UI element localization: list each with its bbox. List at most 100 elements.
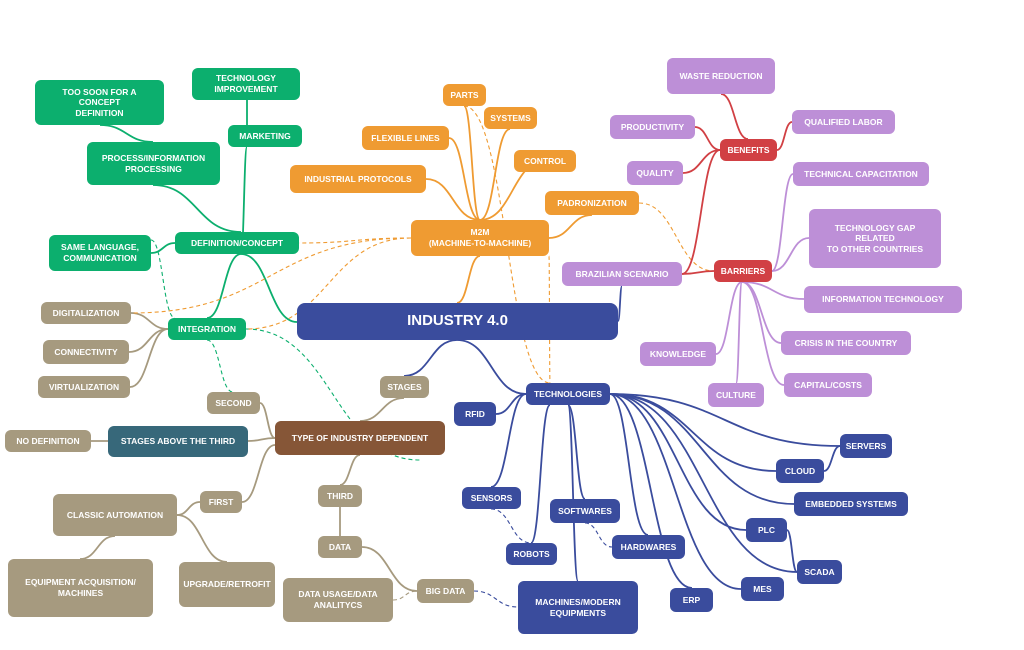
- connector: [609, 393, 841, 447]
- node-flexible-lines[interactable]: FLEXIBLE LINES: [362, 126, 449, 150]
- connector: [694, 126, 721, 151]
- node-integration[interactable]: INTEGRATION: [168, 318, 246, 340]
- node-productivity[interactable]: PRODUCTIVITY: [610, 115, 695, 139]
- node-virtualization[interactable]: VIRTUALIZATION: [38, 376, 130, 398]
- connector: [150, 242, 176, 254]
- node-definition-concept[interactable]: DEFINITION/CONCEPT: [175, 232, 299, 254]
- connector: [448, 137, 481, 221]
- connector: [150, 239, 176, 319]
- connector: [609, 393, 798, 573]
- connector: [206, 253, 242, 319]
- node-technologies[interactable]: TECHNOLOGIES: [526, 383, 610, 405]
- node-type-of-industry-dependent[interactable]: TYPE OF INDUSTRY DEPENDENT: [275, 421, 445, 455]
- connector: [776, 121, 793, 151]
- connector: [617, 285, 623, 322]
- node-third[interactable]: THIRD: [318, 485, 362, 507]
- node-control[interactable]: CONTROL: [514, 150, 576, 172]
- node-softwares[interactable]: SOFTWARES: [550, 499, 620, 523]
- node-servers[interactable]: SERVERS: [840, 434, 892, 458]
- node-equipment-acquisition[interactable]: EQUIPMENT ACQUISITION/ MACHINES: [8, 559, 153, 617]
- node-first[interactable]: FIRST: [200, 491, 242, 513]
- node-too-soon-for-concept[interactable]: TOO SOON FOR A CONCEPT DEFINITION: [35, 80, 164, 125]
- node-crisis-in-the-country[interactable]: CRISIS IN THE COUNTRY: [781, 331, 911, 355]
- node-technology-gap[interactable]: TECHNOLOGY GAP RELATED TO OTHER COUNTRIE…: [809, 209, 941, 268]
- node-erp[interactable]: ERP: [670, 588, 713, 612]
- connector: [720, 93, 749, 140]
- node-process-information-processing[interactable]: PROCESS/INFORMATION PROCESSING: [87, 142, 220, 185]
- node-information-technology[interactable]: INFORMATION TECHNOLOGY: [804, 286, 962, 313]
- node-brazilian-scenario[interactable]: BRAZILIAN SCENARIO: [562, 262, 682, 286]
- connector: [339, 454, 361, 486]
- node-machines-modern-equipments[interactable]: MACHINES/MODERN EQUIPMENTS: [518, 581, 638, 634]
- node-benefits[interactable]: BENEFITS: [720, 139, 777, 161]
- connector: [682, 149, 721, 174]
- connector: [130, 312, 169, 330]
- node-big-data[interactable]: BIG DATA: [417, 579, 474, 603]
- node-data-usage-analytics[interactable]: DATA USAGE/DATA ANALITYCS: [283, 578, 393, 622]
- node-rfid[interactable]: RFID: [454, 402, 496, 426]
- connector: [771, 173, 794, 272]
- node-industrial-protocols[interactable]: INDUSTRIAL PROTOCOLS: [290, 165, 426, 193]
- node-digitalization[interactable]: DIGITALIZATION: [41, 302, 131, 324]
- connector: [425, 178, 481, 221]
- connector: [403, 339, 458, 377]
- node-stages[interactable]: STAGES: [380, 376, 429, 398]
- node-m2m[interactable]: M2M (MACHINE-TO-MACHINE): [411, 220, 549, 256]
- node-hardwares[interactable]: HARDWARES: [612, 535, 685, 559]
- connector: [786, 529, 798, 573]
- node-sensors[interactable]: SENSORS: [462, 487, 521, 509]
- connector: [176, 501, 201, 516]
- node-second[interactable]: SECOND: [207, 392, 260, 414]
- node-connectivity[interactable]: CONNECTIVITY: [43, 340, 129, 364]
- node-marketing[interactable]: MARKETING: [228, 125, 302, 147]
- node-plc[interactable]: PLC: [746, 518, 787, 542]
- connector: [548, 214, 593, 239]
- connector: [567, 404, 579, 582]
- connector: [130, 237, 412, 314]
- node-quality[interactable]: QUALITY: [627, 161, 683, 185]
- connector: [206, 339, 234, 393]
- connector: [259, 402, 276, 439]
- node-knowledge[interactable]: KNOWLEDGE: [640, 342, 716, 366]
- connector: [609, 393, 795, 505]
- node-same-language-communication[interactable]: SAME LANGUAGE, COMMUNICATION: [49, 235, 151, 271]
- node-parts[interactable]: PARTS: [443, 84, 486, 106]
- node-technical-capacitation[interactable]: TECHNICAL CAPACITATION: [793, 162, 929, 186]
- node-capital-costs[interactable]: CAPITAL/COSTS: [784, 373, 872, 397]
- connector: [741, 281, 785, 386]
- connector: [609, 393, 747, 531]
- node-padronization[interactable]: PADRONIZATION: [545, 191, 639, 215]
- node-data[interactable]: DATA: [318, 536, 362, 558]
- connector: [241, 444, 276, 503]
- connector: [490, 393, 527, 488]
- node-technology-improvement[interactable]: TECHNOLOGY IMPROVEMENT: [192, 68, 300, 100]
- node-upgrade-retrofit[interactable]: UPGRADE/RETROFIT: [179, 562, 275, 607]
- connector: [681, 270, 715, 275]
- node-robots[interactable]: ROBOTS: [506, 543, 557, 565]
- connector: [129, 328, 169, 388]
- node-classic-automation[interactable]: CLASSIC AUTOMATION: [53, 494, 177, 536]
- node-systems[interactable]: SYSTEMS: [484, 107, 537, 129]
- node-no-definition[interactable]: NO DEFINITION: [5, 430, 91, 452]
- connector: [567, 404, 586, 500]
- node-stages-above-the-third[interactable]: STAGES ABOVE THE THIRD: [108, 426, 248, 457]
- connector: [456, 339, 527, 395]
- node-embedded-systems[interactable]: EMBEDDED SYSTEMS: [794, 492, 908, 516]
- node-mes[interactable]: MES: [741, 577, 784, 601]
- connector: [128, 328, 169, 353]
- connector: [609, 393, 693, 589]
- node-waste-reduction[interactable]: WASTE REDUCTION: [667, 58, 775, 94]
- node-barriers[interactable]: BARRIERS: [714, 260, 772, 282]
- node-scada[interactable]: SCADA: [797, 560, 842, 584]
- connector: [456, 255, 481, 304]
- connector: [735, 281, 743, 384]
- connector: [741, 281, 805, 300]
- connector: [530, 404, 551, 544]
- connector: [99, 124, 154, 143]
- node-qualified-labor[interactable]: QUALIFIED LABOR: [792, 110, 895, 134]
- connector: [240, 253, 298, 323]
- node-culture[interactable]: CULTURE: [708, 383, 764, 407]
- connector: [361, 546, 418, 592]
- central-topic[interactable]: INDUSTRY 4.0: [297, 303, 618, 340]
- node-cloud[interactable]: CLOUD: [776, 459, 824, 483]
